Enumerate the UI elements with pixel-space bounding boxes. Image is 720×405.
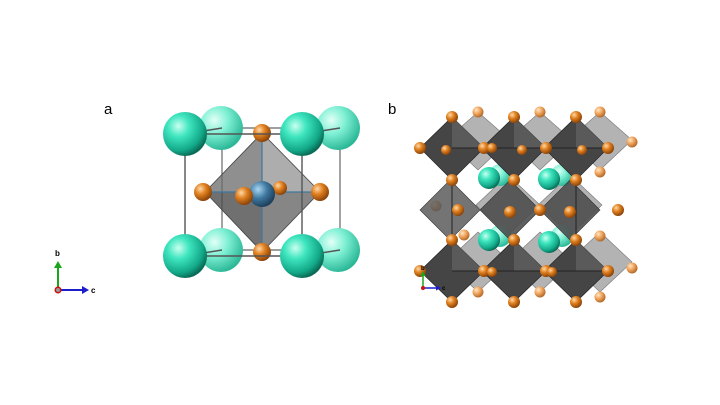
x-site-atom [273, 181, 287, 195]
axis-label-c-small: c [442, 286, 446, 292]
x-site-atoms-back [430, 106, 638, 303]
axis-triad-b [420, 271, 441, 291]
a-site-atom [163, 234, 207, 278]
x-site-atom [311, 183, 329, 201]
bx6-octahedron [204, 132, 321, 253]
axis-triad-a [54, 261, 89, 294]
panel-label-a: a [104, 101, 113, 118]
x-site-atoms-front [414, 111, 624, 308]
panel-label-b: b [388, 101, 397, 118]
a-site-atom [280, 234, 324, 278]
x-site-atom [253, 124, 271, 142]
b-site-atom [249, 181, 275, 207]
unit-cell-a [163, 106, 360, 278]
x-site-atom [253, 243, 271, 261]
a-site-atom [163, 112, 207, 156]
a-site-atom [280, 112, 324, 156]
axis-label-b-small: b [421, 266, 425, 272]
axis-label-c: c [91, 286, 96, 295]
octahedra-middle [419, 179, 601, 241]
axis-label-b: b [55, 249, 60, 258]
x-site-atom [194, 183, 212, 201]
x-site-atom [235, 187, 253, 205]
supercell-b [414, 106, 638, 308]
